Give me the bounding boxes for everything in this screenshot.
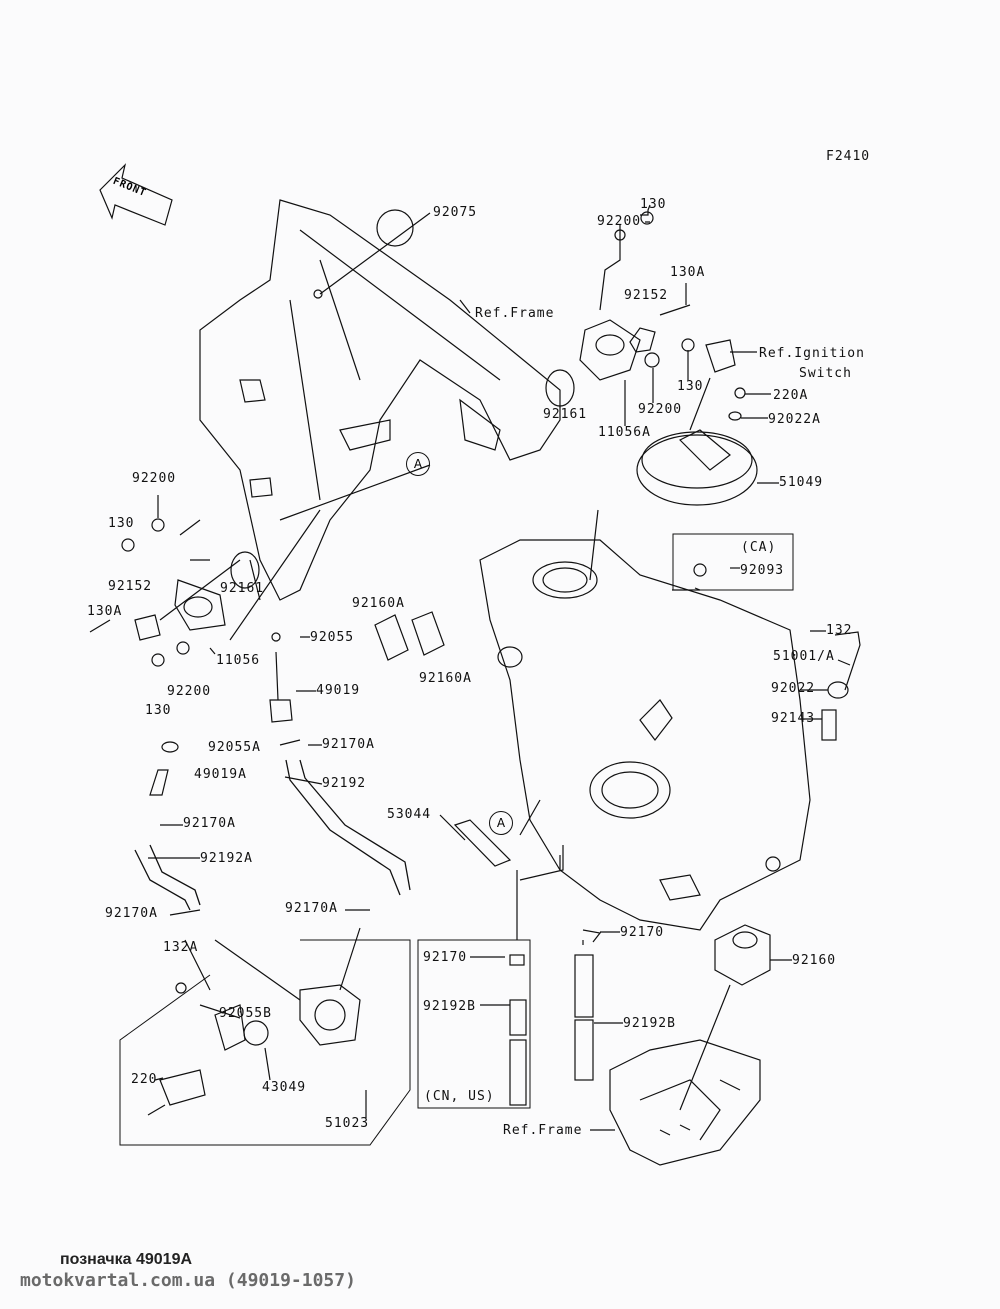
part-label: 92022A bbox=[768, 412, 821, 427]
part-label: 53044 bbox=[387, 807, 432, 822]
part-label: 220 bbox=[131, 1072, 158, 1087]
part-label: 92192A bbox=[200, 851, 253, 866]
part-label: 92022 bbox=[771, 681, 816, 696]
part-label: 132A bbox=[163, 940, 199, 955]
part-label: 92192B bbox=[423, 999, 476, 1014]
part-label: 43049 bbox=[262, 1080, 307, 1095]
part-label: 130 bbox=[677, 379, 704, 394]
part-label: 49019A bbox=[194, 767, 247, 782]
part-label: 11056 bbox=[216, 653, 261, 668]
part-label: 92055B bbox=[219, 1006, 272, 1021]
part-label: 92160A bbox=[419, 671, 472, 686]
part-label: 49019 bbox=[316, 683, 361, 698]
part-label: 130 bbox=[640, 197, 667, 212]
part-label: 92200 bbox=[132, 471, 177, 486]
part-label: 92200 bbox=[638, 402, 683, 417]
diagram-code: F2410 bbox=[826, 149, 871, 164]
reference-label: Switch bbox=[799, 366, 852, 381]
watermark-text: motokvartal.com.ua (49019-1057) bbox=[20, 1270, 356, 1291]
part-label: 92055A bbox=[208, 740, 261, 755]
part-label: 92075 bbox=[433, 205, 478, 220]
market-label: (CN, US) bbox=[424, 1089, 495, 1104]
part-label: 51023 bbox=[325, 1116, 370, 1131]
part-label: 92170 bbox=[423, 950, 468, 965]
part-label: 92170A bbox=[285, 901, 338, 916]
part-label: 92093 bbox=[740, 563, 785, 578]
reference-label: Ref.Frame bbox=[503, 1123, 583, 1138]
front-arrow-icon bbox=[99, 163, 173, 226]
reference-circle-a: A bbox=[489, 811, 513, 835]
part-label: 92152 bbox=[108, 579, 153, 594]
part-label: 92170A bbox=[105, 906, 158, 921]
part-label: 51049 bbox=[779, 475, 824, 490]
part-label: 92170A bbox=[322, 737, 375, 752]
plug-92075 bbox=[376, 209, 414, 247]
part-label: 130 bbox=[108, 516, 135, 531]
frame-outline bbox=[199, 199, 561, 601]
part-label: 92200 bbox=[167, 684, 212, 699]
reference-label: Ref.Ignition bbox=[759, 346, 865, 361]
part-label: 92192 bbox=[322, 776, 367, 791]
part-label: 92152 bbox=[624, 288, 669, 303]
part-label: 92192B bbox=[623, 1016, 676, 1031]
part-label: 92161 bbox=[220, 581, 265, 596]
part-label: 132 bbox=[826, 623, 853, 638]
reference-circle-a: A bbox=[406, 452, 430, 476]
part-label: 130A bbox=[670, 265, 706, 280]
part-label: 11056A bbox=[598, 425, 651, 440]
fuel-tank-outline bbox=[479, 539, 811, 931]
part-label: 92160 bbox=[792, 953, 837, 968]
part-label: 130 bbox=[145, 703, 172, 718]
part-label: 92143 bbox=[771, 711, 816, 726]
part-label: 92200 bbox=[597, 214, 642, 229]
reference-label: Ref.Frame bbox=[475, 306, 555, 321]
caption-text: позначка 49019A bbox=[60, 1251, 193, 1268]
part-label: 130A bbox=[87, 604, 123, 619]
part-label: 220A bbox=[773, 388, 809, 403]
part-label: 51001/A bbox=[773, 649, 835, 664]
part-label: 92170 bbox=[620, 925, 665, 940]
part-label: 92055 bbox=[310, 630, 355, 645]
part-label: 92170A bbox=[183, 816, 236, 831]
market-label: (CA) bbox=[741, 540, 777, 555]
part-label: 92160A bbox=[352, 596, 405, 611]
part-label: 92161 bbox=[543, 407, 588, 422]
